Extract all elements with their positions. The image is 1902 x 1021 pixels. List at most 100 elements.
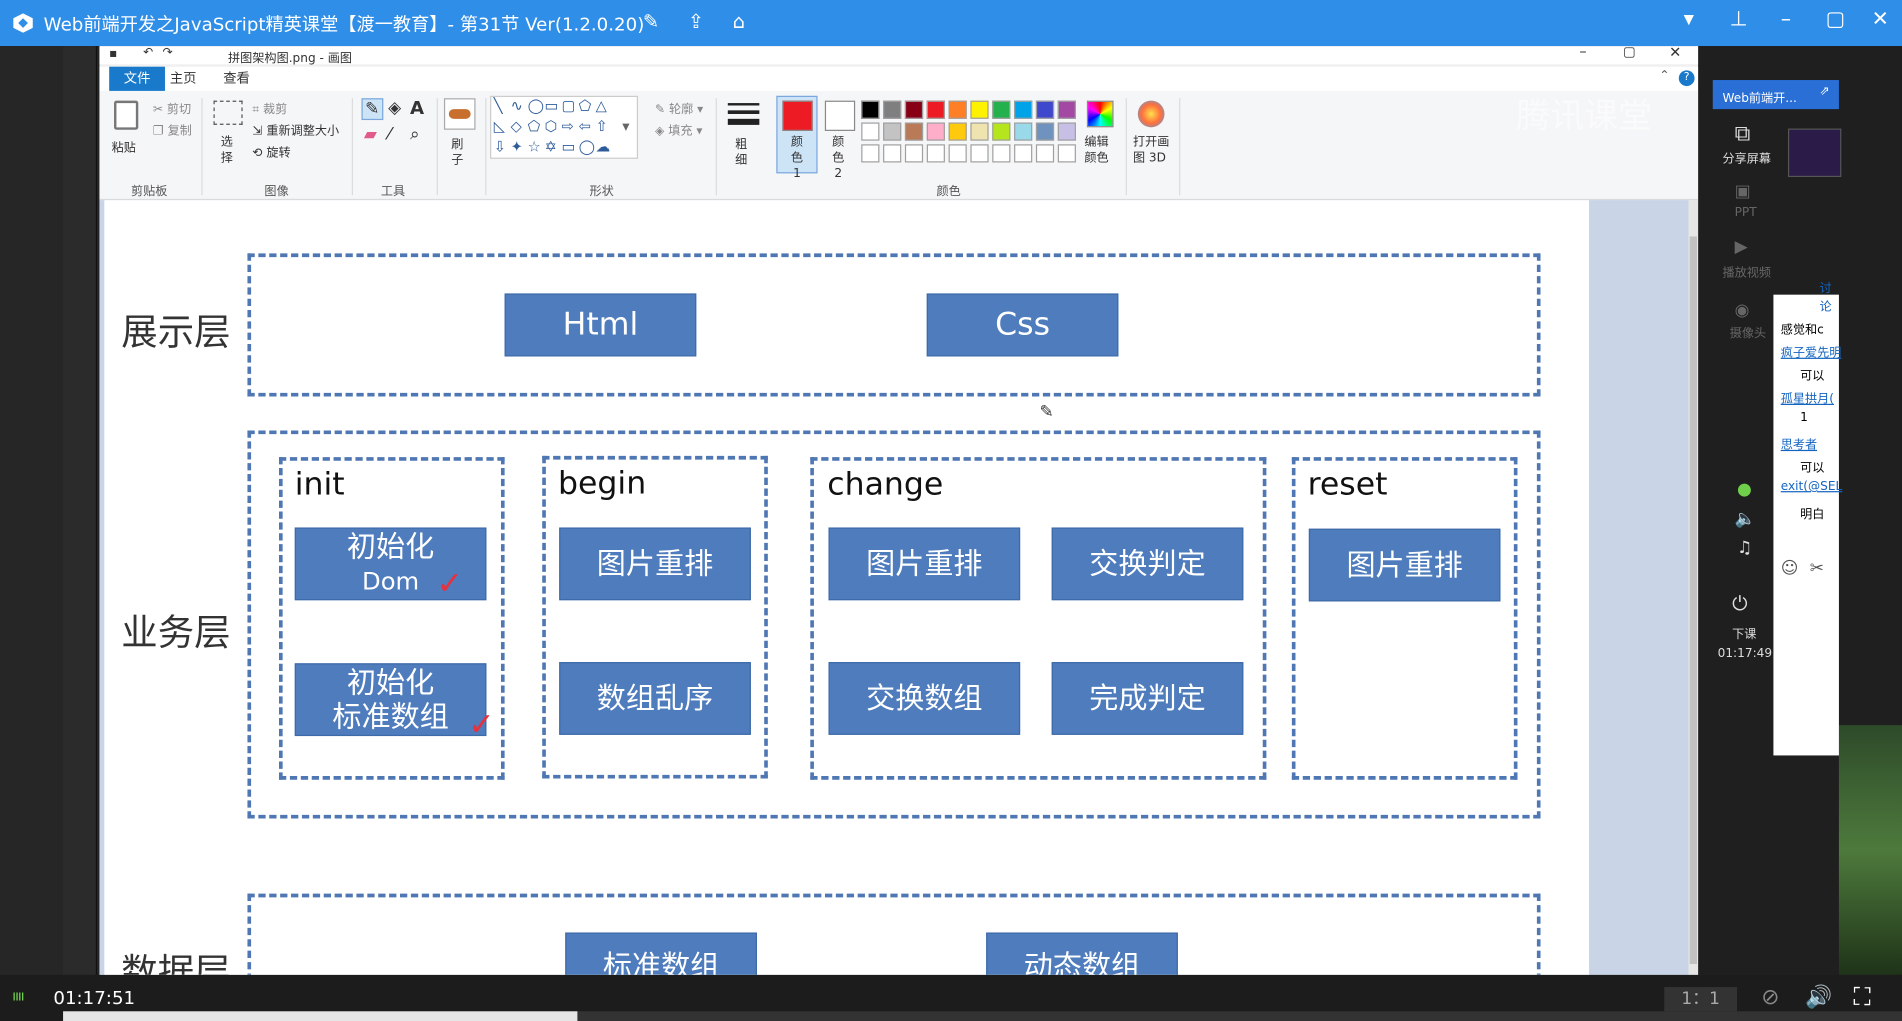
paint-minimize-icon[interactable]: – bbox=[1579, 46, 1587, 60]
maximize-icon[interactable]: ▢ bbox=[1825, 7, 1846, 32]
palette-swatch[interactable] bbox=[1035, 122, 1055, 141]
custom-color-swatch[interactable] bbox=[883, 144, 902, 163]
diamond-shape-icon[interactable]: ◇ bbox=[510, 117, 522, 135]
music-icon[interactable]: ♫ bbox=[1737, 538, 1753, 558]
palette-swatch[interactable] bbox=[970, 100, 989, 119]
pin-icon[interactable]: ⊥ bbox=[1729, 7, 1748, 32]
triangle-shape-icon[interactable]: △ bbox=[595, 97, 607, 114]
tab-view[interactable]: 查看 bbox=[223, 70, 250, 87]
share-screen-label[interactable]: 分享屏幕 bbox=[1722, 152, 1771, 167]
ratio-button[interactable]: 1：1 bbox=[1664, 987, 1738, 1012]
edit-icon[interactable]: ✎ bbox=[642, 9, 660, 33]
palette-swatch[interactable] bbox=[904, 100, 924, 119]
fullscreen-icon[interactable]: ⛶ bbox=[1853, 982, 1871, 1012]
camera-icon[interactable]: ◉ bbox=[1734, 300, 1750, 321]
eraser-icon[interactable]: ▰ bbox=[363, 124, 377, 145]
camera-label[interactable]: 摄像头 bbox=[1729, 327, 1767, 341]
crop-button[interactable]: ⌗ 裁剪 bbox=[252, 103, 288, 117]
emoji-icon[interactable]: ☺ bbox=[1780, 559, 1799, 579]
palette-swatch[interactable] bbox=[992, 100, 1011, 119]
dropdown-icon[interactable]: ▾ bbox=[1683, 7, 1695, 32]
scrollbar-thumb[interactable] bbox=[1689, 236, 1698, 965]
select-label[interactable]: 选择 bbox=[220, 135, 233, 165]
presentation-thumbnail[interactable] bbox=[1787, 128, 1842, 178]
resize-button[interactable]: ⇲ 重新调整大小 bbox=[252, 124, 340, 139]
save-icon[interactable]: ▪ bbox=[109, 47, 118, 61]
discuss-tab[interactable]: 讨论 bbox=[1819, 282, 1832, 315]
edit-colors-label[interactable]: 编辑颜色 bbox=[1084, 135, 1109, 165]
tab-home[interactable]: 主页 bbox=[169, 70, 197, 87]
ppt-icon[interactable]: ▣ bbox=[1734, 181, 1751, 202]
drawing-canvas[interactable]: 展示层 Html Css 业务层 init 初始化 Dom ✓ bbox=[104, 200, 1590, 975]
redo-icon[interactable]: ↷ bbox=[162, 46, 173, 60]
paste-icon[interactable] bbox=[114, 100, 139, 130]
help-icon[interactable]: ? bbox=[1678, 70, 1695, 87]
size-label[interactable]: 粗细 bbox=[735, 138, 748, 168]
callout-rect-shape-icon[interactable]: ▭ bbox=[561, 138, 576, 156]
collapse-ribbon-icon[interactable]: ⌃ bbox=[1659, 69, 1670, 83]
custom-color-swatch[interactable] bbox=[861, 144, 880, 163]
color-picker-icon[interactable]: ⁄ bbox=[388, 124, 392, 145]
palette-swatch[interactable] bbox=[904, 122, 924, 141]
share-screen-icon[interactable]: ⧉ bbox=[1734, 121, 1751, 147]
chat-username[interactable]: 孤星拱月( bbox=[1780, 392, 1834, 407]
curve-shape-icon[interactable]: ∿ bbox=[510, 97, 523, 114]
fill-button[interactable]: ◈ 填充 ▾ bbox=[655, 124, 703, 139]
star4-shape-icon[interactable]: ✦ bbox=[510, 138, 523, 156]
rect-shape-icon[interactable]: ▭ bbox=[544, 97, 559, 114]
polygon-shape-icon[interactable]: ⬠ bbox=[578, 97, 592, 114]
custom-color-swatch[interactable] bbox=[970, 144, 989, 163]
paste-label[interactable]: 粘贴 bbox=[111, 141, 136, 156]
speaker-icon[interactable]: 🔈 bbox=[1734, 509, 1756, 529]
palette-swatch[interactable] bbox=[1057, 122, 1076, 141]
pencil-icon[interactable]: ✎ bbox=[361, 98, 383, 121]
scissors-icon[interactable]: ✂ bbox=[1809, 559, 1825, 579]
star6-shape-icon[interactable]: ✡ bbox=[544, 138, 557, 156]
custom-color-swatch[interactable] bbox=[992, 144, 1011, 163]
palette-swatch[interactable] bbox=[970, 122, 989, 141]
line-shape-icon[interactable]: ╲ bbox=[493, 97, 503, 114]
paint-maximize-icon[interactable]: ▢ bbox=[1623, 46, 1636, 60]
palette-swatch[interactable] bbox=[1014, 100, 1033, 119]
callout-cloud-shape-icon[interactable]: ☁ bbox=[595, 138, 611, 156]
custom-color-swatch[interactable] bbox=[948, 144, 967, 163]
mute-mic-icon[interactable]: ⊘ bbox=[1761, 984, 1780, 1011]
shapes-scroll-icon[interactable]: ▾ bbox=[622, 117, 630, 135]
size-icon[interactable] bbox=[727, 103, 760, 125]
play-video-icon[interactable]: ▶ bbox=[1734, 237, 1748, 258]
up-arrow-shape-icon[interactable]: ⇧ bbox=[595, 117, 608, 135]
palette-swatch[interactable] bbox=[883, 100, 902, 119]
mic-icon[interactable]: ● bbox=[1737, 480, 1752, 500]
star5-shape-icon[interactable]: ☆ bbox=[527, 138, 541, 156]
text-icon[interactable]: A bbox=[409, 97, 425, 119]
pentagon-shape-icon[interactable]: ⬠ bbox=[527, 117, 541, 135]
edit-colors-icon[interactable] bbox=[1086, 100, 1114, 128]
callout-oval-shape-icon[interactable]: ◯ bbox=[578, 138, 595, 156]
hexagon-shape-icon[interactable]: ⬡ bbox=[544, 117, 558, 135]
brush-icon[interactable] bbox=[443, 98, 476, 130]
tab-file[interactable]: 文件 bbox=[109, 66, 165, 91]
color2-swatch[interactable] bbox=[824, 100, 856, 131]
chat-username[interactable]: 疯子爱先明 bbox=[1780, 346, 1842, 361]
external-link-icon[interactable]: ⇗ bbox=[1819, 84, 1830, 99]
rotate-button[interactable]: ⟲ 旋转 bbox=[252, 146, 291, 161]
custom-color-swatch[interactable] bbox=[1035, 144, 1055, 163]
fill-icon[interactable]: ◈ bbox=[388, 98, 402, 118]
chat-username[interactable]: exit(@SEL bbox=[1780, 480, 1843, 494]
home-icon[interactable]: ⌂ bbox=[732, 9, 745, 33]
shapes-gallery[interactable]: ╲ ∿ ◯ ▭ ▢ ⬠ △ ◺ ◇ ⬠ ⬡ ⇨ ⇦ ⇧ ⇩ ✦ ☆ bbox=[490, 95, 639, 159]
palette-swatch[interactable] bbox=[861, 100, 880, 119]
palette-swatch[interactable] bbox=[992, 122, 1011, 141]
custom-color-swatch[interactable] bbox=[926, 144, 945, 163]
right-arrow-shape-icon[interactable]: ⇨ bbox=[561, 117, 574, 135]
close-icon[interactable]: ✕ bbox=[1871, 7, 1889, 32]
select-icon[interactable] bbox=[213, 100, 243, 125]
end-class-label[interactable]: 下课 bbox=[1732, 628, 1757, 642]
cut-button[interactable]: ✂ 剪切 bbox=[152, 103, 192, 117]
ppt-label[interactable]: PPT bbox=[1734, 206, 1757, 220]
palette-swatch[interactable] bbox=[1014, 122, 1033, 141]
palette-swatch[interactable] bbox=[1057, 100, 1076, 119]
color2-label[interactable]: 颜色 2 bbox=[832, 135, 845, 181]
paint-close-icon[interactable]: ✕ bbox=[1669, 46, 1682, 61]
outline-button[interactable]: ✎ 轮廓 ▾ bbox=[655, 103, 704, 117]
